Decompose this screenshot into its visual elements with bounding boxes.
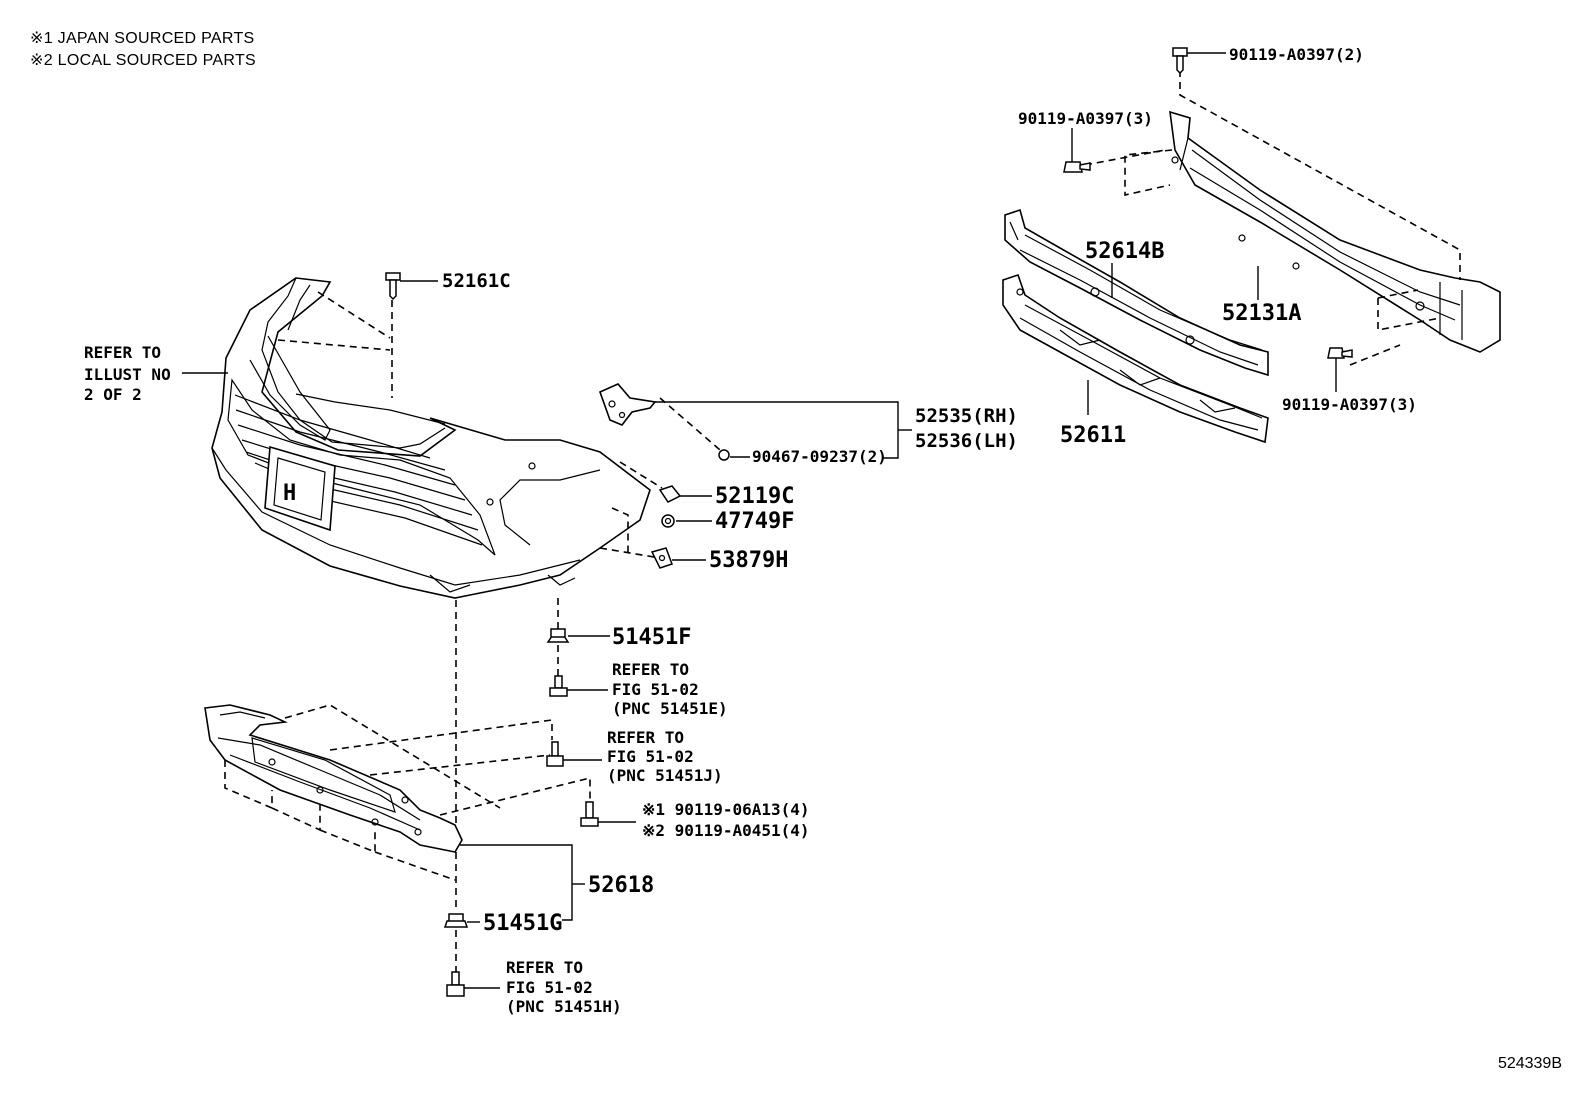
label-52119C: 52119C	[715, 484, 794, 509]
label-51451F: 51451F	[612, 625, 691, 650]
refer-illust-line3: 2 OF 2	[84, 385, 142, 404]
label-90119-A0397-3-right: 90119-A0397(3)	[1282, 395, 1417, 414]
bumper-cover[interactable]: H	[211, 277, 651, 599]
reinforcement-52131A[interactable]	[1169, 110, 1501, 353]
label-90119-A0451: ※2 90119-A0451(4)	[642, 821, 810, 840]
legend-local-sourced: ※2 LOCAL SOURCED PARTS	[30, 52, 256, 69]
clip-52119C-icon[interactable]	[658, 485, 682, 503]
diagram-id: 524339B	[1497, 1055, 1562, 1072]
bolt-52161C-icon[interactable]	[385, 272, 401, 301]
label-52618: 52618	[588, 873, 654, 898]
ref-j-line3: (PNC 51451J)	[607, 766, 723, 785]
bolt-90119-A0397-top-icon[interactable]	[1172, 47, 1188, 75]
label-52131A: 52131A	[1222, 301, 1301, 326]
label-52536-lh: 52536(LH)	[915, 430, 1018, 452]
refer-illust-line1: REFER TO	[84, 343, 161, 362]
ref-e-line2: FIG 51-02	[612, 680, 699, 699]
label-90119-A0397-2: 90119-A0397(2)	[1229, 45, 1364, 64]
absorber-52611[interactable]	[1002, 273, 1269, 444]
legend: ※1 JAPAN SOURCED PARTS ※2 LOCAL SOURCED …	[30, 28, 256, 72]
refer-illust-line2: ILLUST NO	[84, 365, 171, 384]
emblem: H	[283, 481, 296, 506]
absorber-52614B[interactable]	[1004, 208, 1269, 377]
label-52614B: 52614B	[1085, 239, 1164, 264]
screw-90467-icon[interactable]	[718, 449, 730, 461]
bolt-51451E-icon[interactable]	[549, 675, 568, 697]
lower-cover-52618[interactable]	[204, 704, 463, 853]
ref-j-line2: FIG 51-02	[607, 747, 694, 766]
ref-h-line2: FIG 51-02	[506, 978, 593, 997]
bolt-51451H-icon[interactable]	[446, 971, 465, 997]
label-52535-rh: 52535(RH)	[915, 405, 1018, 427]
nut-47749F-icon[interactable]	[661, 514, 675, 528]
side-retainer-bracket[interactable]	[598, 383, 657, 426]
nut-51451G-icon[interactable]	[443, 913, 469, 928]
label-52161C: 52161C	[442, 270, 511, 292]
label-52611: 52611	[1060, 423, 1126, 448]
ref-j-line1: REFER TO	[607, 728, 684, 747]
ref-h-line1: REFER TO	[506, 958, 583, 977]
label-53879H: 53879H	[709, 548, 788, 573]
label-47749F: 47749F	[715, 509, 794, 534]
ref-e-line3: (PNC 51451E)	[612, 699, 728, 718]
screw-90119-06A13-icon[interactable]	[580, 801, 599, 827]
label-90467: 90467-09237(2)	[752, 447, 887, 466]
bolt-90119-A0397-left-icon[interactable]	[1063, 161, 1091, 173]
legend-japan-sourced: ※1 JAPAN SOURCED PARTS	[30, 30, 255, 47]
label-51451G: 51451G	[483, 911, 562, 936]
bolt-90119-A0397-right-icon[interactable]	[1327, 347, 1353, 359]
bolt-51451J-icon[interactable]	[546, 741, 564, 767]
label-90119-06A13: ※1 90119-06A13(4)	[642, 800, 810, 819]
clip-53879H-icon[interactable]	[650, 547, 673, 569]
label-90119-A0397-3-left: 90119-A0397(3)	[1018, 109, 1153, 128]
ref-h-line3: (PNC 51451H)	[506, 997, 622, 1016]
ref-e-line1: REFER TO	[612, 660, 689, 679]
nut-51451F-icon[interactable]	[546, 628, 570, 643]
